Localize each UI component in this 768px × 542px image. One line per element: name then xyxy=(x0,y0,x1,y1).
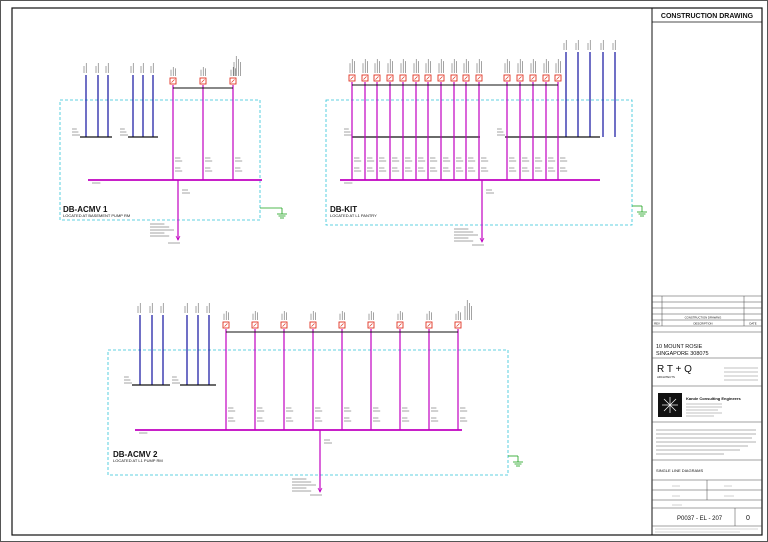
breaker-contact xyxy=(477,76,481,80)
breaker-symbol xyxy=(199,77,207,85)
breaker-contact xyxy=(401,76,405,80)
project-name-line1: 10 MOUNT ROSIE xyxy=(656,344,703,350)
title-block: CONSTRUCTION DRAWING CONSTRUCTION DRAWIN… xyxy=(651,8,762,535)
breaker-contact xyxy=(375,76,379,80)
panel-subtitle-acmv1: LOCATED AT BASEMENT PUMP RM xyxy=(63,213,130,218)
breaker-symbol xyxy=(309,321,317,329)
breaker-symbol xyxy=(462,74,470,82)
breaker-contact xyxy=(224,323,228,327)
sheet-inner-border xyxy=(11,7,763,536)
panel-db-acmv2 xyxy=(107,300,523,496)
revision-col-description: DESCRIPTION xyxy=(693,322,712,326)
breaker-symbol xyxy=(450,74,458,82)
breaker-symbol xyxy=(373,74,381,82)
panel-title-kit: DB-KIT xyxy=(330,205,357,214)
revision-row-description: CONSTRUCTION DRAWING xyxy=(685,316,722,320)
breaker-symbol xyxy=(475,74,483,82)
panel-title-acmv2: DB-ACMV 2 xyxy=(113,450,158,459)
breaker-contact xyxy=(505,76,509,80)
breaker-symbol xyxy=(386,74,394,82)
breaker-contact xyxy=(464,76,468,80)
breaker-symbol xyxy=(425,321,433,329)
panel-title-acmv1: DB-ACMV 1 xyxy=(63,205,108,214)
breaker-contact xyxy=(363,76,367,80)
breaker-contact xyxy=(398,323,402,327)
incomer-arrow xyxy=(175,235,181,241)
breaker-symbol xyxy=(424,74,432,82)
breaker-contact xyxy=(531,76,535,80)
breaker-contact xyxy=(369,323,373,327)
breaker-contact xyxy=(171,79,175,83)
breaker-symbol xyxy=(367,321,375,329)
breaker-contact xyxy=(427,323,431,327)
breaker-contact xyxy=(414,76,418,80)
breaker-symbol xyxy=(251,321,259,329)
breaker-contact xyxy=(452,76,456,80)
drawing-number: P0037 - EL - 207 xyxy=(677,516,723,522)
engineer-name: Kande Consulting Engineers xyxy=(686,396,741,401)
revision-col-rev: REV xyxy=(654,322,660,326)
breaker-contact xyxy=(231,79,235,83)
revision-col-date: DATE xyxy=(749,322,756,326)
breaker-contact xyxy=(253,323,257,327)
panel-db-kit xyxy=(325,40,647,246)
breaker-symbol xyxy=(280,321,288,329)
breaker-symbol xyxy=(529,74,537,82)
breaker-symbol xyxy=(229,77,237,85)
incomer-arrow xyxy=(317,487,323,493)
architect-logo: R T + Q xyxy=(657,364,692,375)
architect-subtitle: ARCHITECTS xyxy=(657,375,675,379)
breaker-contact xyxy=(426,76,430,80)
breaker-symbol xyxy=(396,321,404,329)
breaker-contact xyxy=(388,76,392,80)
breaker-contact xyxy=(340,323,344,327)
breaker-contact xyxy=(439,76,443,80)
breaker-symbol xyxy=(412,74,420,82)
breaker-symbol xyxy=(454,321,462,329)
breaker-symbol xyxy=(361,74,369,82)
drawing-title: SINGLE LINE DIAGRAMS xyxy=(656,468,703,473)
breaker-contact xyxy=(518,76,522,80)
incomer-arrow xyxy=(479,237,485,243)
breaker-symbol xyxy=(222,321,230,329)
panel-boundary xyxy=(59,99,261,221)
breaker-symbol xyxy=(542,74,550,82)
panel-subtitle-kit: LOCATED AT L1 PANTRY xyxy=(330,213,377,218)
breaker-symbol xyxy=(503,74,511,82)
breaker-symbol xyxy=(348,74,356,82)
breaker-symbol xyxy=(516,74,524,82)
breaker-contact xyxy=(456,323,460,327)
breaker-symbol xyxy=(338,321,346,329)
breaker-symbol xyxy=(554,74,562,82)
panel-boundary xyxy=(107,349,509,476)
project-name-line2: SINGAPORE 308075 xyxy=(656,351,709,357)
panel-db-acmv1 xyxy=(59,56,287,244)
breaker-symbol xyxy=(437,74,445,82)
title-block-header: CONSTRUCTION DRAWING xyxy=(661,13,754,20)
panel-subtitle-acmv2: LOCATED AT L1 PUMP RM xyxy=(113,458,163,463)
breaker-contact xyxy=(201,79,205,83)
breaker-contact xyxy=(544,76,548,80)
breaker-contact xyxy=(350,76,354,80)
breaker-contact xyxy=(282,323,286,327)
breaker-symbol xyxy=(169,77,177,85)
breaker-symbol xyxy=(399,74,407,82)
breaker-contact xyxy=(311,323,315,327)
breaker-contact xyxy=(556,76,560,80)
revision-number: 0 xyxy=(746,515,750,522)
